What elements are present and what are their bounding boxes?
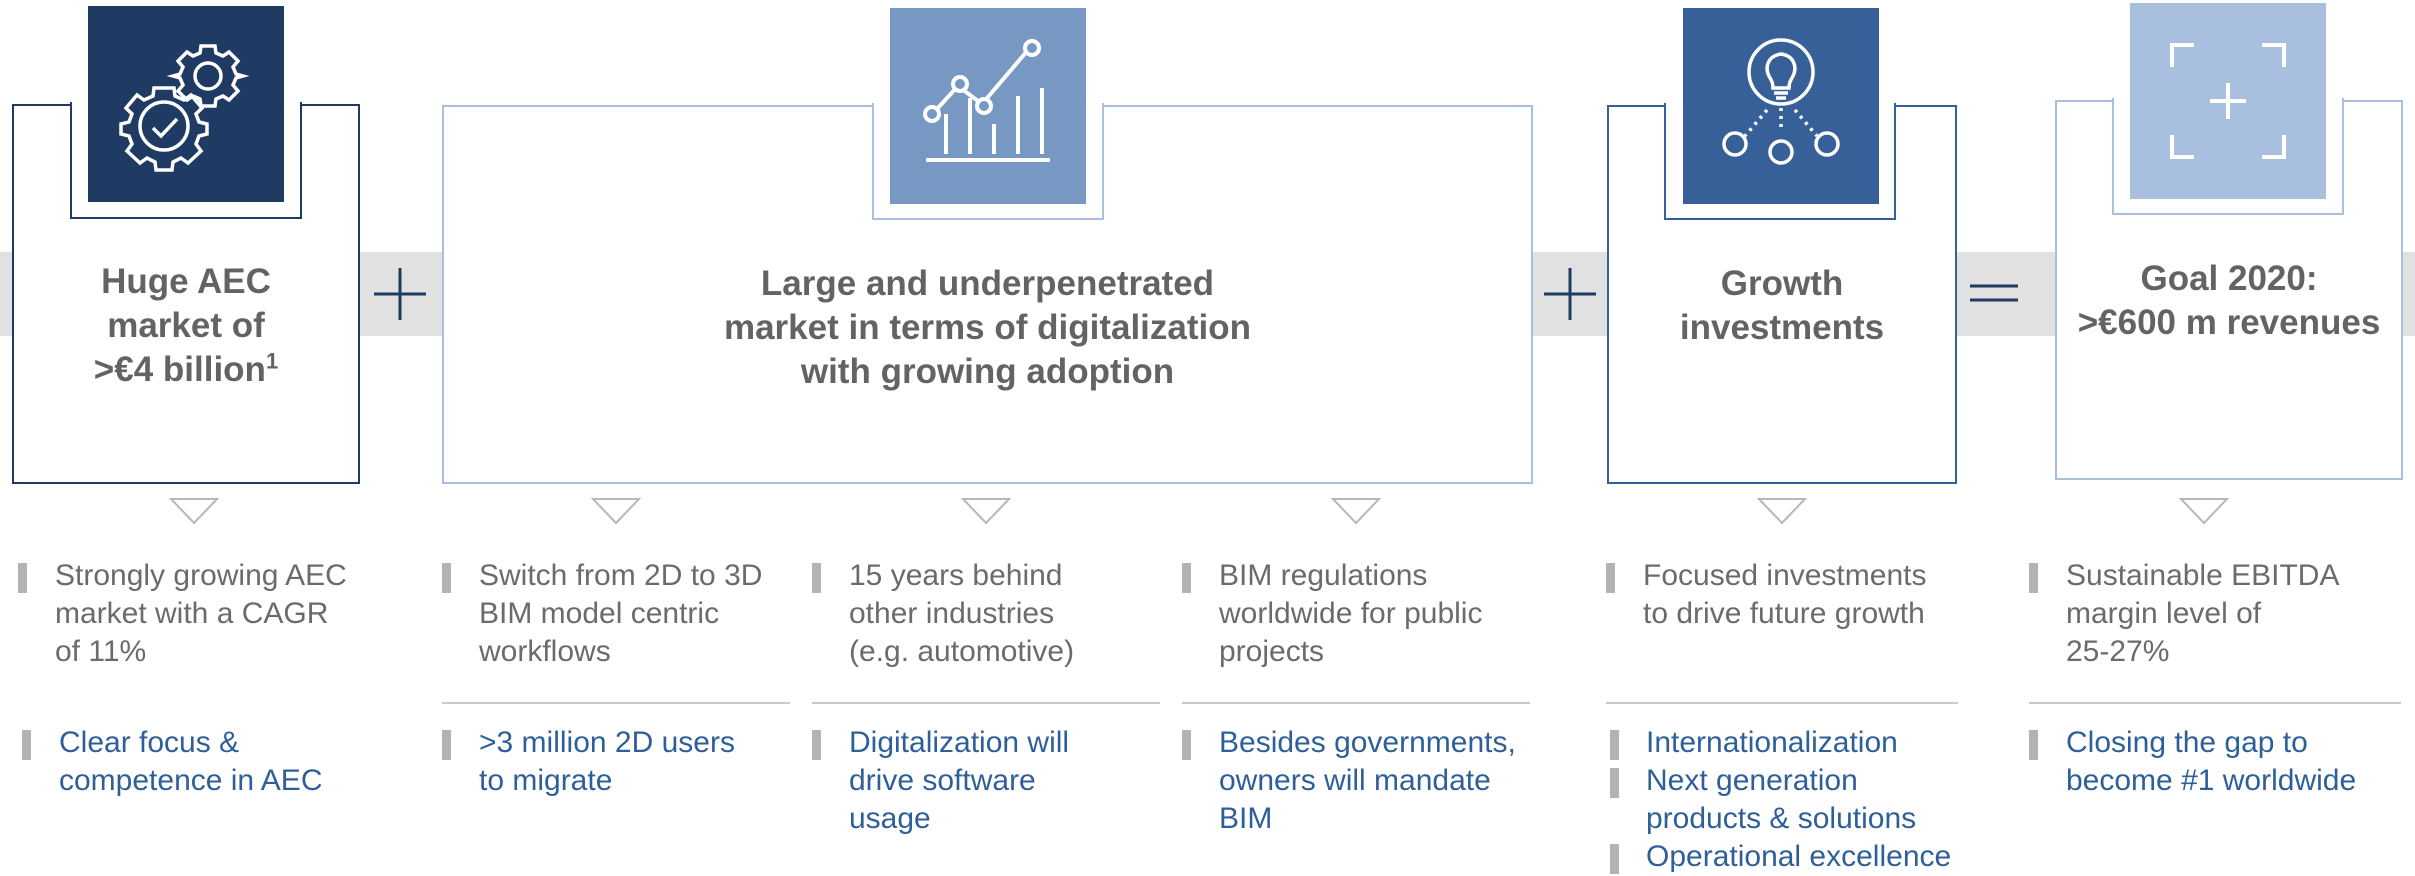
highlight-line: Operational excellence — [1646, 840, 1952, 873]
down-triangle-icon — [1330, 497, 1382, 530]
highlight-line: Digitalization will — [849, 726, 1070, 759]
highlight-line: Next generation — [1646, 764, 1858, 797]
fact-text: Sustainable EBITDA margin level of 25-27… — [2066, 557, 2339, 671]
pillar-4-icon-tile — [2130, 3, 2326, 199]
highlight-line: Clear focus & — [59, 726, 240, 759]
fact-line: (e.g. automotive) — [849, 635, 1075, 668]
highlight-text: Clear focus & competence in AEC — [59, 724, 322, 800]
line-chart-icon — [918, 36, 1058, 176]
bullet-marker — [1182, 563, 1191, 593]
bullet-marker — [2029, 730, 2038, 760]
bullet-marker — [812, 730, 821, 760]
pillar-2-title: Large and underpenetrated market in term… — [452, 262, 1523, 394]
pillar-1-title-line: >€4 billion — [93, 350, 266, 389]
footnote-marker: 1 — [265, 348, 279, 374]
bullet-marker — [442, 730, 451, 760]
down-triangle-icon — [960, 497, 1012, 530]
plus-icon — [372, 266, 428, 327]
fact-line: of 11% — [55, 635, 147, 668]
pillar-4-title-line: >€600 m revenues — [2077, 303, 2381, 342]
down-triangle-icon — [1756, 497, 1808, 530]
divider — [1606, 702, 1958, 704]
pillar-3-title-line: Growth — [1720, 264, 1844, 303]
fact-line: 25-27% — [2066, 635, 2170, 668]
pillar-3-title: Growth investments — [1617, 262, 1947, 350]
highlight-text: >3 million 2D users to migrate — [479, 724, 735, 800]
pillar-3-title-line: investments — [1679, 308, 1885, 347]
fact-line: market with a CAGR — [55, 597, 329, 630]
bullet-marker — [1182, 730, 1191, 760]
bullet-marker — [812, 563, 821, 593]
highlight-line: Closing the gap to — [2066, 726, 2308, 759]
divider — [812, 702, 1160, 704]
bullet-marker — [442, 563, 451, 593]
pillar-3-icon-tile — [1683, 8, 1879, 204]
fact-line: BIM regulations — [1219, 559, 1428, 592]
highlight-line: usage — [849, 802, 931, 835]
fact-line: 15 years behind — [849, 559, 1063, 592]
highlight-line: become #1 worldwide — [2066, 764, 2357, 797]
pillar-1-title: Huge AEC market of >€4 billion1 — [22, 260, 350, 392]
pillar-1-title-line: Huge AEC — [101, 262, 271, 301]
highlight-text: Digitalization will drive software usage — [849, 724, 1069, 838]
equals-icon — [1966, 266, 2022, 327]
fact-line: Strongly growing AEC — [55, 559, 347, 592]
highlight-line: to migrate — [479, 764, 613, 797]
bullet-marker — [1606, 563, 1615, 593]
bullet-marker — [1610, 844, 1619, 874]
bullet-marker — [1610, 768, 1619, 798]
highlight-line: drive software — [849, 764, 1036, 797]
pillar-2-title-line: with growing adoption — [800, 352, 1175, 391]
fact-text: Strongly growing AEC market with a CAGR … — [55, 557, 347, 671]
plus-icon — [1542, 266, 1598, 327]
fact-line: worldwide for public — [1219, 597, 1483, 630]
lightbulb-network-icon — [1711, 36, 1851, 176]
down-triangle-icon — [590, 497, 642, 530]
bullet-marker — [18, 563, 27, 593]
pillar-1-icon-tile — [88, 6, 284, 202]
bullet-marker — [22, 730, 31, 760]
fact-line: Switch from 2D to 3D — [479, 559, 763, 592]
highlight-line: products & solutions — [1646, 802, 1917, 835]
fact-text: BIM regulations worldwide for public pro… — [1219, 557, 1482, 671]
highlight-text: Internationalization Next generation pro… — [1646, 724, 1951, 876]
bullet-marker — [1610, 730, 1619, 760]
fact-line: BIM model centric — [479, 597, 720, 630]
highlight-line: competence in AEC — [59, 764, 323, 797]
highlight-line: owners will mandate — [1219, 764, 1491, 797]
pillar-4-title: Goal 2020: >€600 m revenues — [2065, 257, 2393, 345]
fact-line: workflows — [479, 635, 611, 668]
highlight-text: Closing the gap to become #1 worldwide — [2066, 724, 2356, 800]
divider — [2029, 702, 2401, 704]
down-triangle-icon — [2178, 497, 2230, 530]
pillar-2-title-line: Large and underpenetrated — [760, 264, 1215, 303]
fact-text: Switch from 2D to 3D BIM model centric w… — [479, 557, 762, 671]
fact-line: Sustainable EBITDA — [2066, 559, 2340, 592]
focus-plus-icon — [2158, 31, 2298, 171]
highlight-text: Besides governments, owners will mandate… — [1219, 724, 1516, 838]
fact-line: projects — [1219, 635, 1325, 668]
highlight-line: Internationalization — [1646, 726, 1898, 759]
gears-icon — [116, 34, 256, 174]
pillar-2-icon-tile — [890, 8, 1086, 204]
down-triangle-icon — [168, 497, 220, 530]
pillar-2-title-line: market in terms of digitalization — [723, 308, 1252, 347]
pillar-1-title-line: market of — [107, 306, 265, 345]
highlight-line: BIM — [1219, 802, 1273, 835]
divider — [442, 702, 790, 704]
fact-line: other industries — [849, 597, 1055, 630]
fact-text: Focused investments to drive future grow… — [1643, 557, 1926, 633]
highlight-line: >3 million 2D users — [479, 726, 735, 759]
fact-line: margin level of — [2066, 597, 2262, 630]
pillar-4-title-line: Goal 2020: — [2140, 259, 2318, 298]
fact-text: 15 years behind other industries (e.g. a… — [849, 557, 1074, 671]
fact-line: to drive future growth — [1643, 597, 1925, 630]
fact-line: Focused investments — [1643, 559, 1927, 592]
divider — [1182, 702, 1530, 704]
bullet-marker — [2029, 563, 2038, 593]
highlight-line: Besides governments, — [1219, 726, 1516, 759]
